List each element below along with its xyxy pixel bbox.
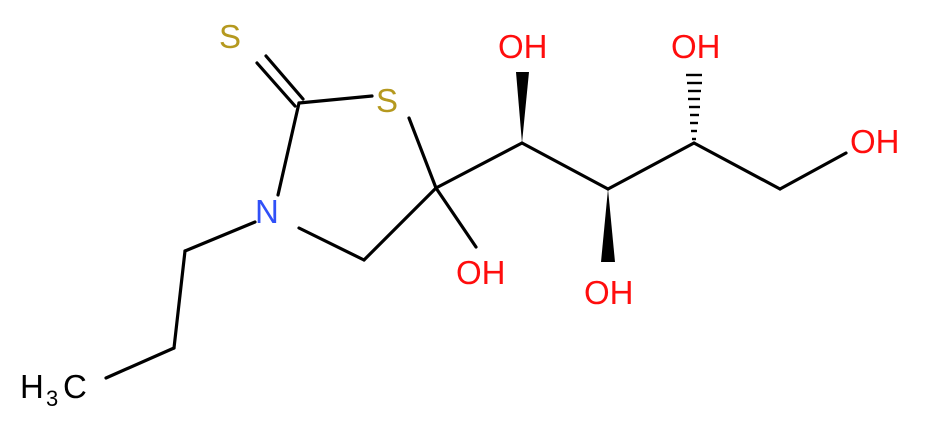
bond-c5-c1p — [434, 141, 524, 190]
bottom-oh-label: OH — [584, 274, 634, 311]
bond-s1-c5 — [407, 116, 438, 190]
bond-c3p-c4p — [692, 141, 782, 191]
thione-double-bond — [255, 54, 305, 108]
bond-c5-oh — [434, 186, 478, 249]
bond-c1p-c2p — [520, 141, 610, 191]
bond-c2p-c3p — [606, 141, 696, 191]
ring-oh-label: OH — [456, 254, 506, 291]
bond-ch2-ch2 — [172, 249, 187, 350]
top-right-oh-label: OH — [671, 28, 721, 65]
bond-n-ch2 — [183, 220, 257, 253]
hash-c3p-oh — [686, 73, 702, 141]
methyl-h-label: H — [20, 368, 44, 405]
bond-n3-c2 — [276, 101, 301, 197]
bond-c4p-oh — [778, 151, 848, 191]
bond-ch2-ch3 — [104, 346, 176, 380]
bond-c4-n3 — [297, 226, 366, 262]
wedge-c1p-oh — [516, 72, 529, 143]
top-left-oh-label: OH — [498, 28, 548, 65]
ring-n-label: N — [255, 193, 279, 230]
wedge-c2p-oh — [601, 189, 615, 262]
bond-c2-s1 — [297, 94, 374, 105]
bond-c5-c4 — [362, 186, 438, 262]
methyl-c-label: C — [63, 368, 87, 405]
methyl-subscript-label: 3 — [46, 386, 58, 411]
ring-s-label: S — [376, 82, 398, 119]
thione-s-label: S — [219, 18, 241, 55]
terminal-oh-label: OH — [850, 123, 900, 160]
